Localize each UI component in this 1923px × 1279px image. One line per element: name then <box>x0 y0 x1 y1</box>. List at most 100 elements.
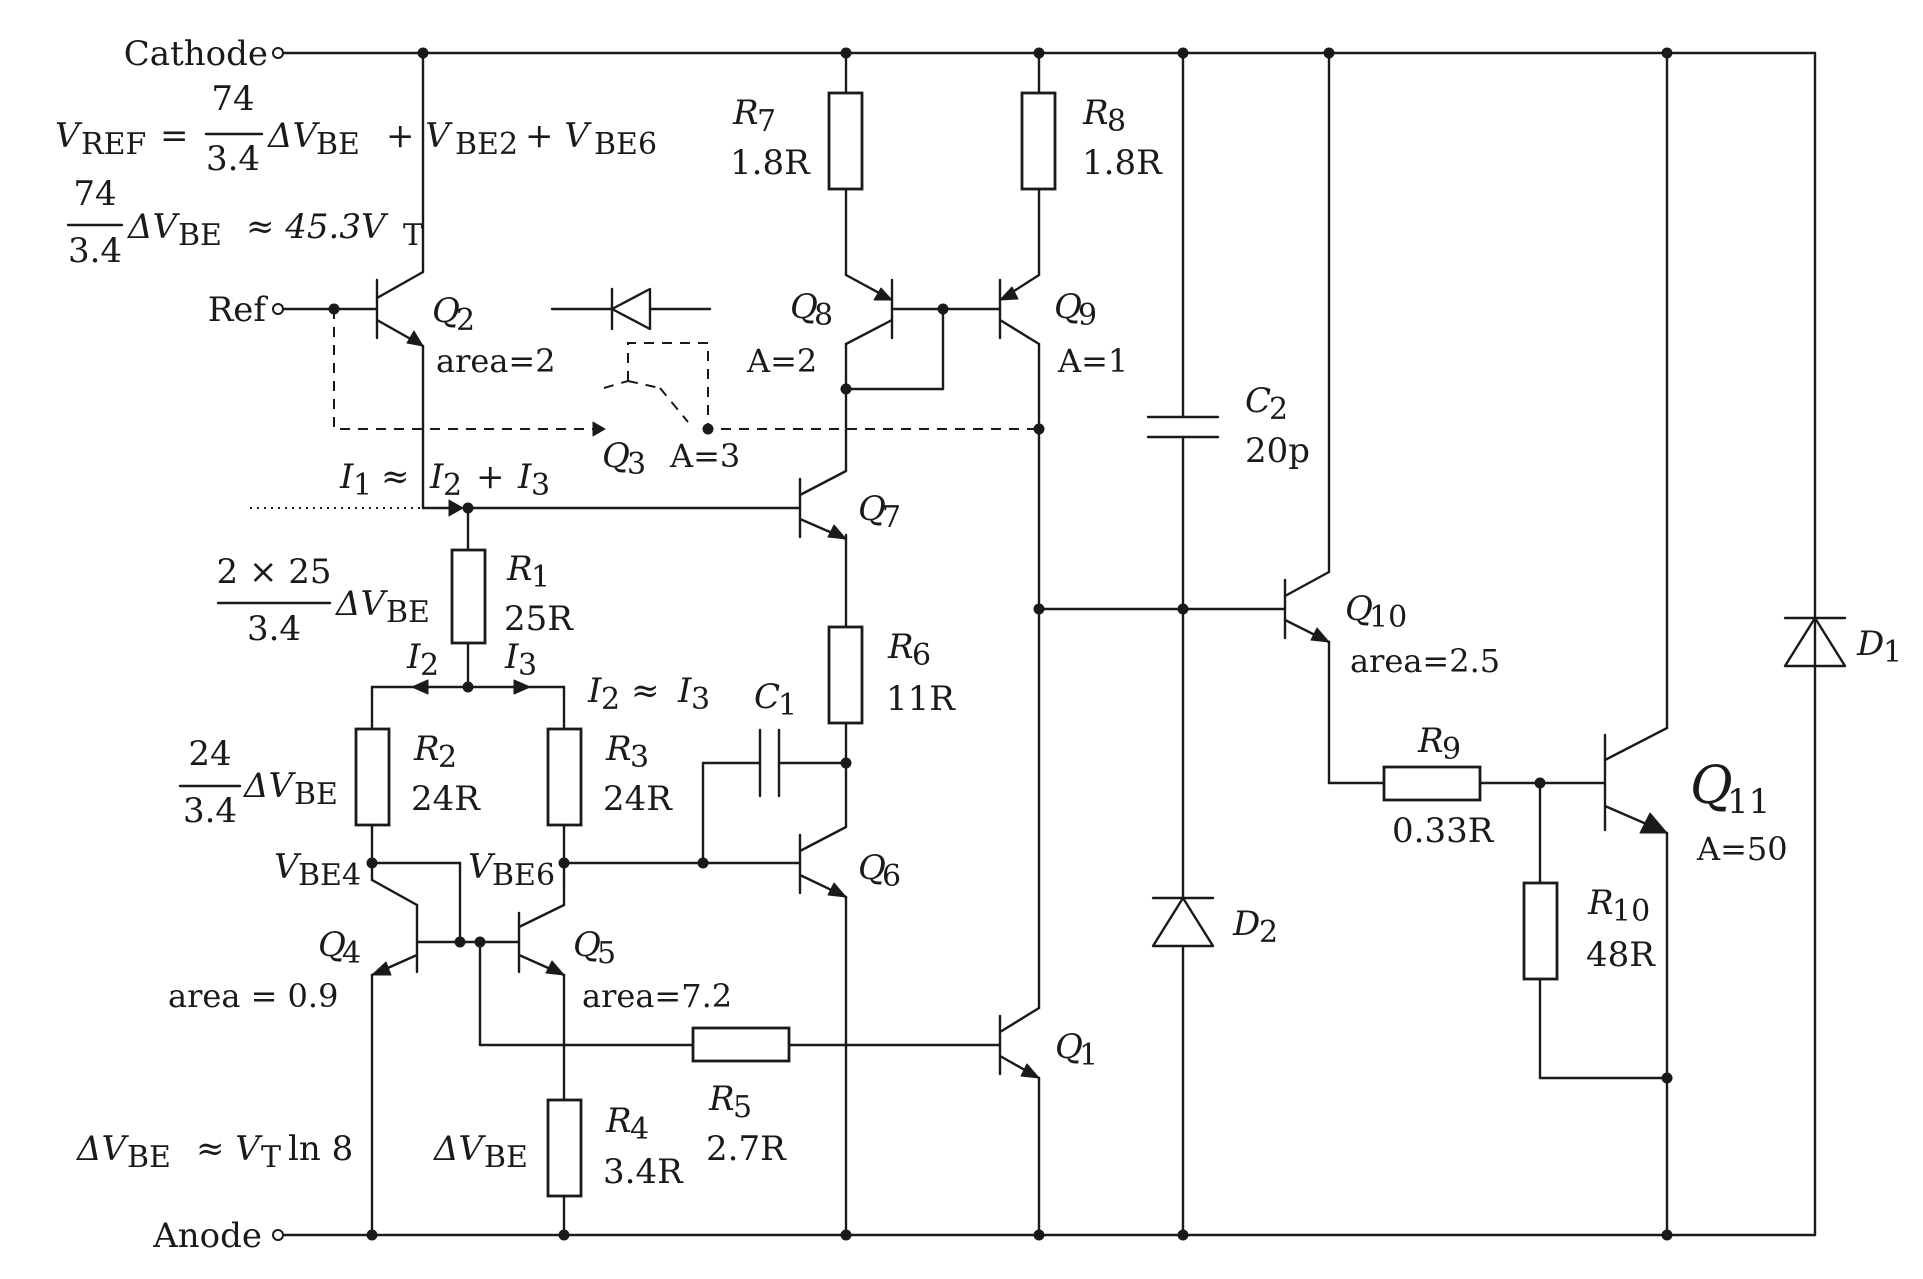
q10-label: Q <box>1345 589 1373 629</box>
diode-d2 <box>1151 896 1215 948</box>
svg-text:10: 10 <box>1612 894 1650 929</box>
q1-label: Q <box>1055 1027 1083 1067</box>
svg-text:4: 4 <box>630 1112 649 1147</box>
resistor-r1 <box>450 548 487 645</box>
c2-value: 20p <box>1245 431 1310 471</box>
r4-drop-label: ΔV <box>432 1129 487 1169</box>
svg-text:8: 8 <box>1107 104 1126 139</box>
resistor-r4 <box>546 1098 583 1198</box>
svg-text:3.4: 3.4 <box>68 231 122 271</box>
i3-label: I <box>504 637 519 677</box>
svg-text:≈ V: ≈ V <box>196 1129 263 1169</box>
svg-text:2: 2 <box>601 682 620 717</box>
d1-label: D <box>1856 624 1884 664</box>
svg-text:3: 3 <box>691 682 710 717</box>
q3-area: A=3 <box>669 437 740 475</box>
svg-text:I: I <box>429 457 444 497</box>
svg-text:I: I <box>587 671 602 711</box>
q4-area: area = 0.9 <box>168 977 338 1015</box>
svg-text:ΔV: ΔV <box>334 584 389 624</box>
svg-text:3.4: 3.4 <box>247 609 301 649</box>
svg-text:≈ 45.3V: ≈ 45.3V <box>246 207 389 247</box>
svg-text:74: 74 <box>73 174 116 214</box>
anode-label: Anode <box>152 1216 262 1256</box>
svg-text:1: 1 <box>353 468 372 503</box>
r9-value: 0.33R <box>1392 811 1495 851</box>
i2-i3-equal-label: I 2 ≈ I 3 <box>587 671 710 717</box>
svg-text:BE: BE <box>127 1140 171 1175</box>
svg-text:+ V: + V <box>525 116 592 156</box>
q6-label: Q <box>858 848 886 888</box>
resistor-r7 <box>827 91 864 191</box>
diode-d1 <box>1783 616 1847 668</box>
c2-label: C <box>1245 381 1271 421</box>
q2-label: Q <box>432 291 460 331</box>
svg-text:1: 1 <box>1079 1038 1098 1073</box>
capacitor-c1 <box>758 728 848 798</box>
dvbe-definition: ΔV BE ≈ V T ln 8 <box>75 1129 353 1175</box>
svg-text:3: 3 <box>630 740 649 775</box>
q3-label: Q <box>602 436 630 476</box>
r1-label: R <box>506 549 533 589</box>
svg-text:3.4: 3.4 <box>206 139 260 179</box>
transistor-q5 <box>478 861 566 1102</box>
transistor-q6 <box>798 761 848 1237</box>
svg-text:T: T <box>261 1140 281 1175</box>
r3-value: 24R <box>603 779 673 819</box>
ref-label: Ref <box>208 290 269 330</box>
r6-label: R <box>887 627 914 667</box>
resistor-r3 <box>546 727 583 827</box>
capacitor-c2 <box>1146 415 1220 439</box>
svg-text:11: 11 <box>1727 782 1770 822</box>
r2-label: R <box>413 729 440 769</box>
svg-text:BE4: BE4 <box>298 858 361 893</box>
vbe4-label: V <box>274 847 302 887</box>
svg-text:24: 24 <box>188 734 231 774</box>
r8-value: 1.8R <box>1082 143 1163 183</box>
q5-label: Q <box>573 925 601 965</box>
transistor-q1 <box>998 1003 1041 1237</box>
r10-value: 48R <box>1586 935 1656 975</box>
ref-terminal[interactable] <box>272 303 284 315</box>
cathode-rail <box>281 51 1817 1237</box>
i2-label: I <box>406 637 421 677</box>
svg-text:ΔV: ΔV <box>266 116 321 156</box>
transistor-q7 <box>794 387 848 541</box>
svg-text:2 × 25: 2 × 25 <box>217 552 332 592</box>
i3-arrow <box>513 679 531 695</box>
r2-drop-label: 24 3.4 ΔV BE <box>178 734 338 831</box>
svg-text:8: 8 <box>814 298 833 333</box>
svg-text:T: T <box>403 218 423 253</box>
transistor-q2 <box>281 51 425 500</box>
svg-text:BE: BE <box>484 1140 528 1175</box>
q4-label: Q <box>318 925 346 965</box>
svg-text:10: 10 <box>1369 600 1407 635</box>
svg-text:BE: BE <box>386 595 430 630</box>
r7-value: 1.8R <box>730 143 811 183</box>
r8-label: R <box>1082 93 1109 133</box>
r4-label: R <box>605 1101 632 1141</box>
cathode-terminal[interactable] <box>272 47 284 59</box>
svg-text:3.4: 3.4 <box>183 791 237 831</box>
r1-drop-label: 2 × 25 3.4 ΔV BE <box>217 552 430 649</box>
q10-area: area=2.5 <box>1350 642 1500 680</box>
anode-terminal[interactable] <box>272 1229 284 1241</box>
svg-text:2: 2 <box>1259 915 1278 950</box>
svg-text:2: 2 <box>443 468 462 503</box>
svg-text:74: 74 <box>211 79 254 119</box>
svg-text:1: 1 <box>778 688 797 723</box>
vref-equation: V REF = 74 3.4 ΔV BE + V BE2 + V BE6 <box>55 79 657 179</box>
q7-label: Q <box>858 489 886 529</box>
svg-text:2: 2 <box>1269 392 1288 427</box>
r10-label: R <box>1587 883 1614 923</box>
svg-text:3: 3 <box>531 468 550 503</box>
i2-arrow <box>411 679 429 695</box>
transistor-q10 <box>1283 51 1386 785</box>
svg-text:BE: BE <box>316 127 360 162</box>
q3-dashed-connections <box>333 309 1039 437</box>
svg-text:5: 5 <box>597 936 616 971</box>
svg-text:7: 7 <box>882 500 901 535</box>
r1-value: 25R <box>504 599 574 639</box>
svg-text:ΔV: ΔV <box>126 207 181 247</box>
